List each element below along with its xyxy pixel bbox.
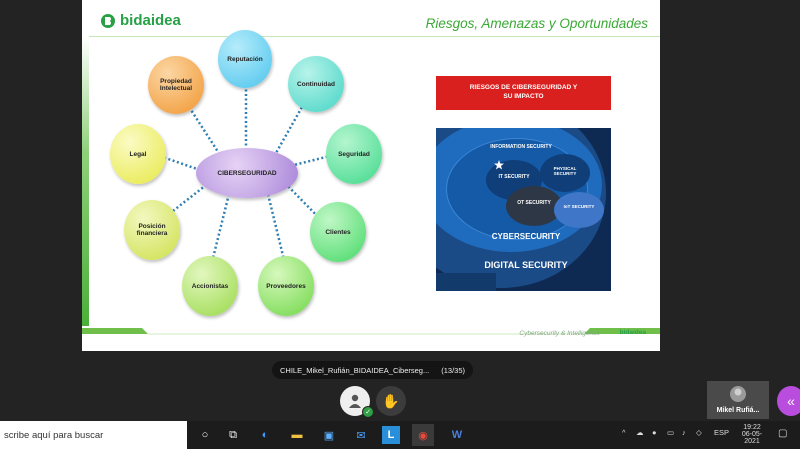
network-icon[interactable]: ◇: [696, 428, 702, 437]
node-continuidad: Continuidad: [288, 56, 344, 112]
title-divider: [82, 36, 660, 37]
node-accionistas: Accionistas: [182, 256, 238, 316]
node-proveedores: Proveedores: [258, 256, 314, 316]
slide-brand: bidaidea: [100, 12, 181, 29]
page-counter: (13/35): [441, 365, 465, 375]
node-posicion-financiera: Posición financiera: [124, 200, 180, 260]
slide-title: Riesgos, Amenazas y Oportunidades: [425, 16, 648, 31]
participant-name: Mikel Rufiá...: [716, 407, 760, 414]
raise-hand-icon: ✋: [382, 392, 400, 409]
mail-icon[interactable]: ✉: [356, 429, 366, 442]
footer-stripe: [82, 328, 660, 335]
word-icon[interactable]: W: [451, 429, 463, 441]
app-l-icon[interactable]: L: [382, 426, 400, 444]
clock-date: 06-05-2021: [741, 431, 763, 445]
node-propiedad-intelectual: Propiedad Intelectual: [148, 56, 204, 114]
raise-hand-button[interactable]: ✋: [376, 386, 406, 416]
node-legal: Legal: [110, 124, 166, 184]
label-ot-security: OT SECURITY: [517, 200, 551, 206]
taskbar-search-input[interactable]: scribe aquí para buscar: [0, 421, 187, 449]
notifications-icon[interactable]: ▢: [778, 428, 788, 439]
iot-security-ring: [554, 192, 604, 228]
footer-text: Cybersecurity & Intelligence: [519, 330, 600, 337]
task-view-icon[interactable]: ⧉: [229, 428, 237, 441]
battery-icon[interactable]: ▭: [667, 428, 675, 437]
label-it-security: IT SECURITY: [498, 174, 530, 180]
tray-chevron-icon[interactable]: ^: [622, 428, 626, 437]
language-indicator[interactable]: ESP: [714, 428, 730, 437]
brand-name: bidaidea: [120, 12, 181, 29]
participant-tile[interactable]: [707, 381, 769, 419]
participant-avatar-icon: [730, 386, 746, 402]
label-information-security: INFORMATION SECURITY: [490, 144, 552, 150]
label-digital-security: DIGITAL SECURITY: [484, 260, 568, 270]
onedrive-icon[interactable]: ☁: [636, 428, 644, 437]
cortana-icon[interactable]: ○: [201, 429, 209, 441]
clock[interactable]: 19:22 06-05-2021: [735, 424, 769, 445]
shared-file-name: CHILE_Mikel_Rufián_BIDAIDEA_Ciberseg...: [280, 365, 430, 375]
presentation-slide: bidaidea Riesgos, Amenazas y Oportunidad…: [82, 0, 660, 351]
microphone-icon[interactable]: ●: [652, 428, 657, 437]
clock-time: 19:22: [743, 424, 761, 431]
person-icon: [349, 394, 361, 408]
store-icon[interactable]: ▣: [323, 429, 335, 442]
physical-security-ring: [540, 154, 590, 192]
file-explorer-icon[interactable]: ▬: [291, 429, 303, 441]
image-bottom-shade: [436, 273, 496, 291]
shared-file-indicator[interactable]: CHILE_Mikel_Rufián_BIDAIDEA_Ciberseg... …: [272, 361, 473, 379]
center-node-ciberseguridad: CIBERSEGURIDAD: [196, 148, 298, 198]
node-reputacion: Reputación: [218, 30, 272, 88]
edge-browser-icon[interactable]: ◐: [261, 429, 269, 441]
chrome-icon[interactable]: ◉: [412, 424, 434, 446]
label-iot-security: IoT SECURITY: [563, 204, 595, 209]
footer-logo: bidaidea: [619, 329, 646, 336]
volume-icon[interactable]: ♪: [682, 428, 686, 437]
left-accent-bar: [82, 36, 89, 326]
security-layers-image: INFORMATION SECURITY IT SECURITY PHYSICA…: [436, 128, 611, 291]
expand-panel-button[interactable]: «: [777, 386, 800, 416]
label-cybersecurity: CYBERSECURITY: [491, 232, 561, 241]
checkmark-icon: ✓: [362, 406, 374, 418]
ot-security-ring: [506, 186, 562, 226]
star-icon: [494, 160, 504, 170]
chevron-double-left-icon: «: [787, 393, 795, 409]
brand-logo-icon: [101, 13, 115, 28]
label-physical-security: PHYSICAL SECURITY: [553, 166, 577, 176]
node-clientes: Clientes: [310, 202, 366, 262]
risk-heading-box: RIESGOS DE CIBERSEGURIDAD Y SU IMPACTO: [436, 76, 611, 110]
node-seguridad: Seguridad: [326, 124, 382, 184]
